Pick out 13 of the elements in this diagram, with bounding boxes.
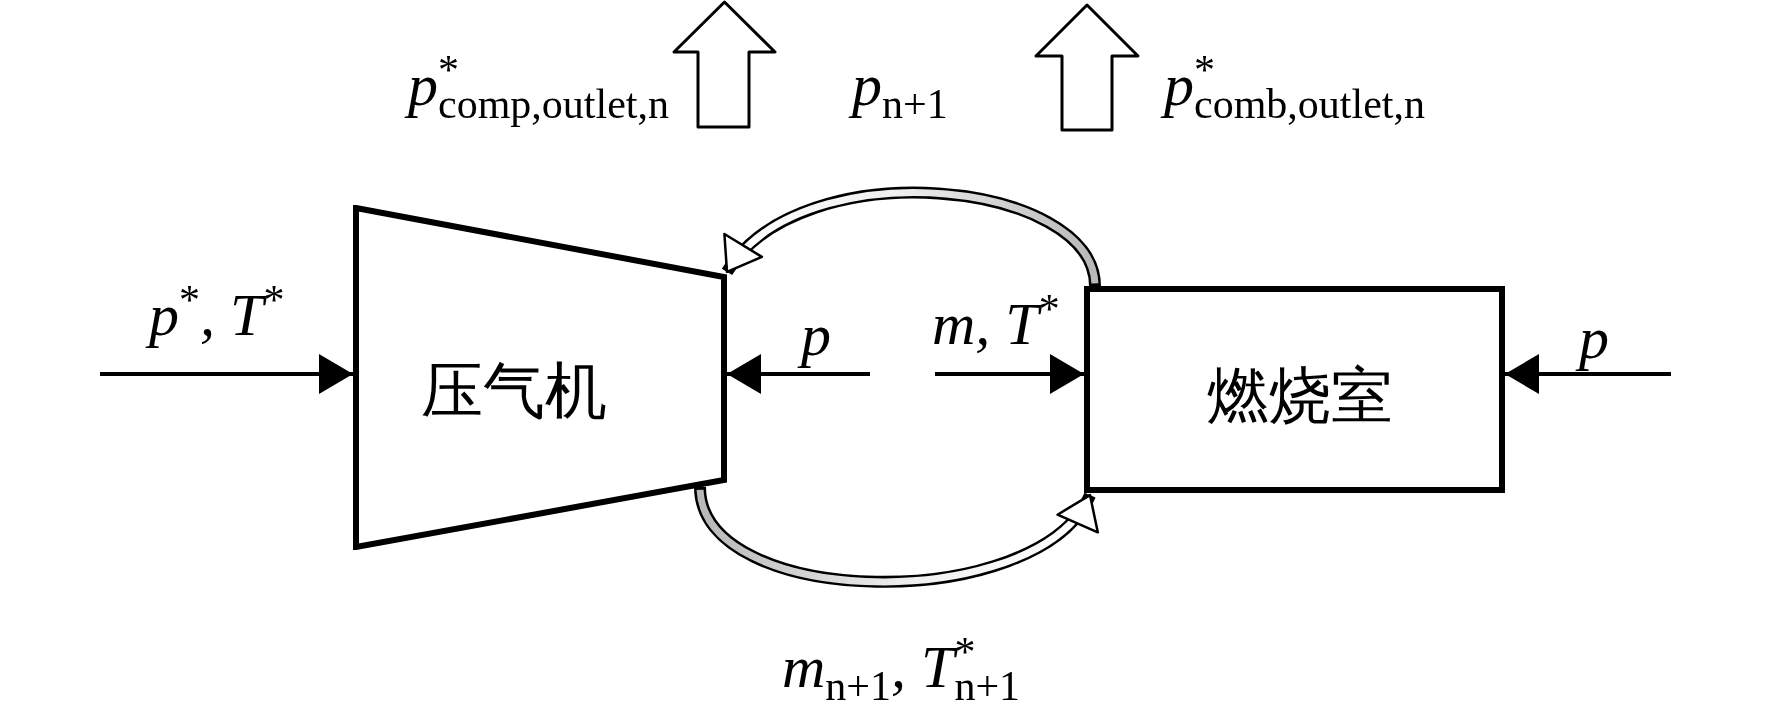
edge-label: p [1576,294,1612,377]
node-label: 压气机 [421,356,607,426]
arrow [727,354,870,394]
edge-label: m, T$^{*}$ [931,285,1061,359]
edge-label: p [798,291,834,374]
edge-label: p$^{*}$, T$^{*}$ [146,271,288,354]
node-label: 燃烧室 [1207,361,1393,431]
combustor-block [1084,286,1505,493]
compressor-block [353,205,727,550]
arrow [100,354,353,394]
variable-label: p$_{n+1}$ [849,41,951,124]
arrow [935,354,1084,394]
arrow [1505,354,1671,394]
